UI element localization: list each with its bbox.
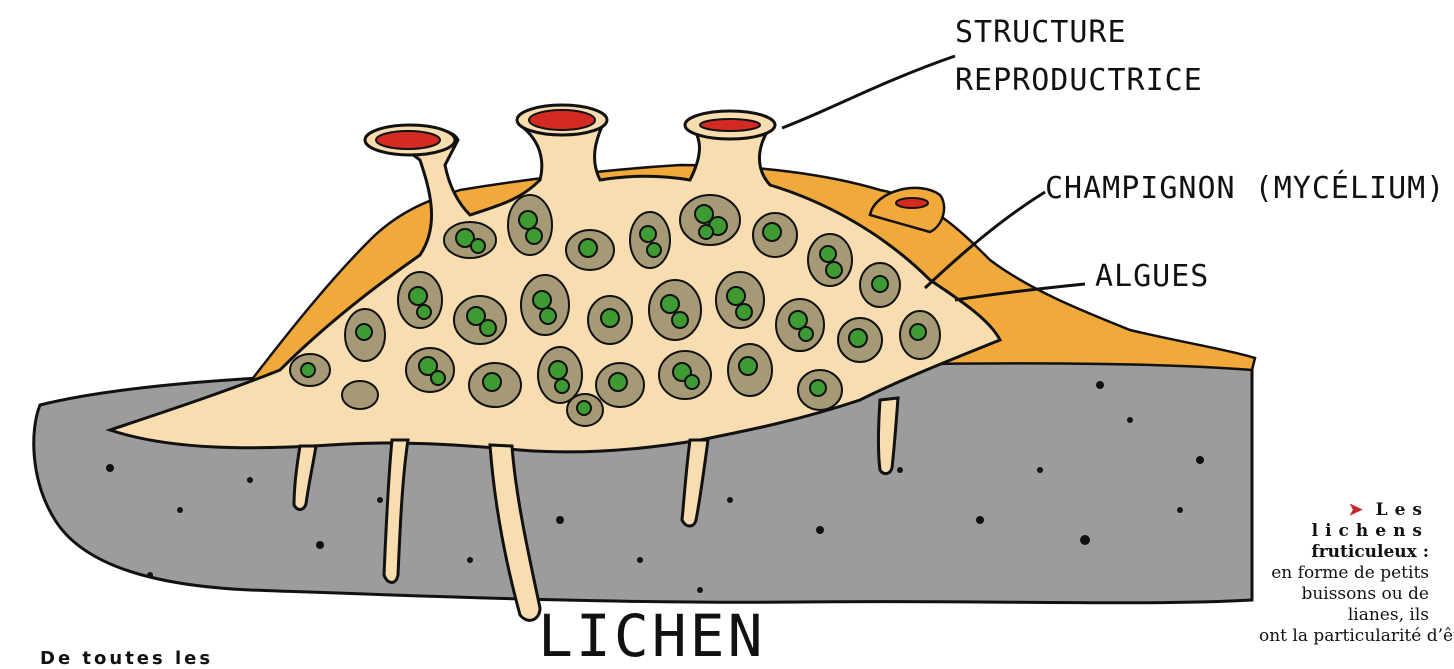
label-algues: ALGUES — [1095, 259, 1209, 294]
label-structure-line1: STRUCTURE — [955, 15, 1127, 50]
label-lichen: LICHEN — [538, 602, 766, 666]
reproductive-bump-red — [896, 198, 928, 208]
side-body-1: en forme de petits — [1259, 563, 1429, 584]
side-heading-word-1: Les — [1376, 500, 1429, 520]
leader-structure — [782, 56, 955, 128]
side-heading-3: fruticuleux : — [1259, 542, 1429, 563]
side-body-2: buissons ou de lianes, ils — [1259, 584, 1429, 626]
side-heading-1: ➤ Les — [1259, 500, 1429, 521]
arrow-bullet-icon: ➤ — [1348, 500, 1362, 520]
side-heading-2: lichens — [1259, 521, 1429, 542]
label-champignon: CHAMPIGNON (MYCÉLIUM) — [1045, 170, 1445, 206]
label-structure-line2: REPRODUCTRICE — [955, 63, 1203, 98]
side-body-3: ont la particularité d’être atta- — [1259, 626, 1429, 647]
side-paragraph: ➤ Les lichens fruticuleux : en forme de … — [1259, 500, 1429, 647]
